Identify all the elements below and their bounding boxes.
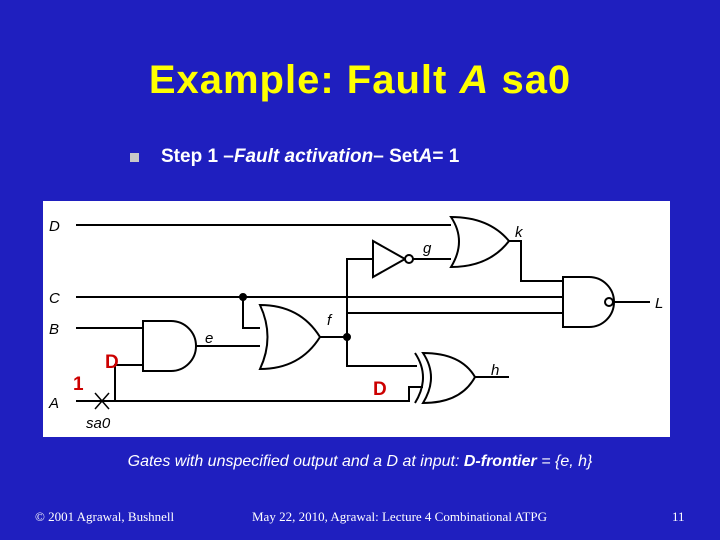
caption-suffix: = {e, h}: [536, 453, 593, 470]
nand-gate-l: [562, 276, 615, 328]
wire-a: [76, 364, 143, 402]
wire-k: [509, 240, 563, 282]
nand-gate-bubble: [604, 297, 614, 307]
bullet-value: = 1: [432, 146, 460, 167]
net-label-l: L: [655, 295, 663, 312]
xor-gate-extra-arc: [414, 352, 424, 404]
input-label-c: C: [49, 290, 60, 307]
wire-c-tap: [242, 297, 260, 329]
d-frontier-caption: Gates with unspecified output and a D at…: [0, 453, 720, 471]
input-label-d: D: [49, 218, 60, 235]
bullet-variable: A: [418, 146, 433, 167]
and-gate-e: [142, 320, 197, 372]
bullet-step-1: Step 1 – Fault activation – Set A = 1: [130, 146, 459, 168]
square-bullet-icon: [130, 152, 139, 162]
circuit-diagram: D C B A e f g k h L sa0 1 D D: [43, 201, 670, 437]
net-label-f: f: [327, 312, 333, 329]
value-a-one: 1: [73, 374, 84, 395]
fault-label: sa0: [86, 415, 111, 432]
d-label-xor-input: D: [373, 379, 387, 400]
or-gate-k: [449, 215, 511, 269]
net-label-k: k: [515, 224, 524, 241]
caption-prefix: Gates with unspecified output and a D at…: [127, 453, 464, 470]
xor-gate-h: [421, 351, 477, 405]
bullet-step: Step 1 –: [161, 146, 234, 167]
circuit-svg: D C B A e f g k h L sa0 1 D D: [48, 215, 663, 432]
d-label-and-input: D: [105, 352, 119, 373]
net-label-h: h: [491, 362, 499, 379]
footer-date-lecture: May 22, 2010, Agrawal: Lecture 4 Combina…: [252, 509, 547, 524]
wire-f-up: [346, 258, 373, 337]
fault-cross-icon: [94, 392, 110, 410]
not-gate-g: [372, 239, 408, 279]
junction-f: [343, 333, 351, 341]
footer-page-number: 11: [672, 509, 685, 524]
title-suffix: sa0: [489, 58, 572, 102]
wire-a-down: [115, 386, 423, 402]
slide-title: Example: Fault A sa0: [0, 58, 720, 103]
net-label-e: e: [205, 330, 213, 347]
input-label-a: A: [48, 395, 59, 412]
bullet-set: – Set: [373, 146, 419, 167]
wire-f-down: [346, 337, 417, 367]
title-variable: A: [459, 58, 490, 102]
footer-copyright: © 2001 Agrawal, Bushnell: [35, 509, 175, 524]
title-prefix: Example: Fault: [148, 58, 460, 102]
or-gate-f: [258, 303, 322, 371]
input-label-b: B: [49, 321, 59, 338]
not-gate-bubble: [404, 254, 414, 264]
caption-term: D-frontier: [463, 453, 537, 470]
bullet-phase: Fault activation: [233, 146, 374, 167]
junction-c: [239, 293, 247, 301]
net-label-g: g: [423, 240, 432, 257]
